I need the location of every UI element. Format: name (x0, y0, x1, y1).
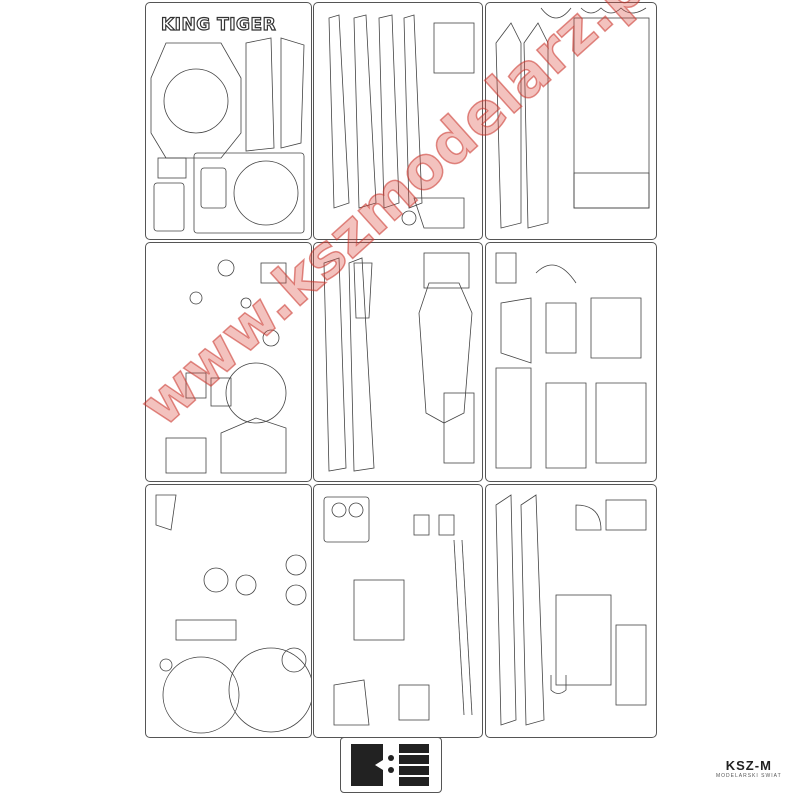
mask-icon (351, 744, 429, 786)
part-outlines (495, 252, 647, 469)
parts-panel-5 (313, 242, 483, 482)
part-outlines (328, 14, 475, 229)
part-outlines (323, 496, 473, 726)
part-outlines (165, 259, 287, 474)
ksz-m-logo: KSZ-M MODELARSKI SWIAT (716, 758, 782, 779)
parts-panel-8 (313, 484, 483, 738)
parts-panel-2 (313, 2, 483, 240)
parts-panel-6 (485, 242, 657, 482)
part-outlines (495, 7, 650, 229)
parts-panel-4 (145, 242, 312, 482)
parts-panel-7 (145, 484, 312, 738)
brand-mask-part (340, 737, 442, 793)
part-outlines (495, 494, 647, 726)
parts-panel-9 (485, 484, 657, 738)
parts-panel-3 (485, 2, 657, 240)
part-outlines (155, 494, 311, 734)
model-title: KING TIGER (160, 14, 277, 35)
logo-subtitle: MODELARSKI SWIAT (716, 773, 782, 779)
part-outlines (323, 252, 475, 472)
logo-mark: KSZ-M (725, 758, 772, 773)
parts-panel-1: KING TIGER (145, 2, 312, 240)
part-outlines (150, 37, 305, 234)
